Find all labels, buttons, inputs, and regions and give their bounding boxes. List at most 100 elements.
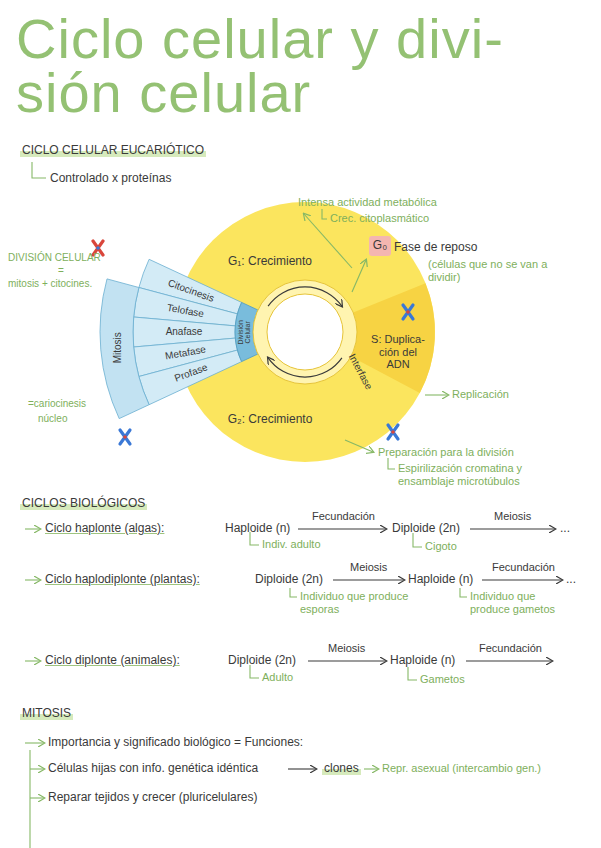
- note-text: Reparar tejidos y crecer (pluricelulares…: [48, 790, 257, 804]
- node-text: División Celular: [237, 320, 251, 345]
- note-text: Crec. citoplasmático: [330, 212, 429, 225]
- note-text: Diploide (2n): [392, 521, 460, 535]
- section-heading: CICLOS BIOLÓGICOS: [20, 496, 147, 510]
- stage-slice: Anafase: [165, 326, 204, 338]
- node-text: Anafase: [166, 326, 203, 337]
- cell-cycle-wheel: [93, 202, 435, 462]
- section-heading: MITOSIS: [20, 706, 73, 720]
- note-text: Fase de reposo: [394, 240, 477, 254]
- page-title: Ciclo celular y divi- sión celular: [16, 12, 596, 120]
- centromere-dot: [123, 435, 127, 439]
- note-text: =cariocinesis: [28, 398, 86, 410]
- note-text: Controlado x proteínas: [50, 171, 171, 185]
- process-arrow: [298, 528, 386, 529]
- s-phase-label: S: Duplica- ción del ADN: [367, 333, 429, 371]
- chromosome-icon: [403, 305, 413, 319]
- process-arrow: [482, 579, 562, 580]
- note-text: Ciclo haplonte (algas):: [45, 521, 164, 535]
- hook-arrow: [30, 797, 44, 798]
- note-text: Ciclo diplonte (animales):: [45, 653, 180, 667]
- note-text: DIVISIÓN CELULAR: [8, 252, 101, 264]
- row-arrow: [25, 742, 44, 743]
- hook-arrow: [290, 588, 297, 597]
- note-text: Gametos: [420, 673, 465, 686]
- note-text: =: [58, 265, 64, 277]
- note-text: Replicación: [452, 388, 509, 401]
- row-arrow: [364, 768, 378, 769]
- note-text: Cigoto: [425, 540, 457, 553]
- note-text: Meiosis: [350, 561, 387, 574]
- note-text: Adulto: [262, 671, 293, 684]
- note-text: Células hijas con info. genética idéntic…: [48, 761, 258, 775]
- mitosis-band: [100, 279, 149, 419]
- hook-arrow: [413, 533, 422, 547]
- process-arrow: [288, 768, 316, 769]
- hook-arrow: [32, 162, 46, 178]
- process-arrow: [333, 579, 404, 580]
- row-arrow: [25, 528, 40, 529]
- hook-arrow: [408, 667, 417, 680]
- note-text: mitosis + citocines.: [8, 278, 92, 290]
- cycle-arrows: [288, 529, 562, 769]
- centromere-dot: [406, 310, 410, 314]
- note-text: Meiosis: [494, 510, 531, 523]
- note-text: Diploide (2n): [255, 572, 323, 586]
- note-text: Meiosis: [328, 642, 365, 655]
- node-text: Mitosis: [112, 333, 123, 364]
- node-text: S: Duplica- ción del ADN: [371, 333, 425, 370]
- leader-line: [345, 440, 373, 452]
- note-text: ...: [566, 572, 576, 586]
- leader-line: [352, 260, 366, 292]
- hook-arrow: [322, 209, 327, 219]
- note-text: Individuo que produce gametos: [470, 590, 575, 616]
- note-text: (células que no se van a dividir): [428, 258, 553, 284]
- process-arrow: [308, 660, 386, 661]
- division-band-label: División Celular: [237, 312, 252, 352]
- note-text: Fecundación: [312, 510, 375, 523]
- chromosome-icon: [388, 425, 398, 439]
- section-heading: clones: [322, 761, 361, 775]
- note-text: Haploide (n): [390, 653, 455, 667]
- row-arrow: [25, 660, 40, 661]
- note-text: núcleo: [38, 413, 67, 425]
- mitosis-stage-slice: [139, 350, 242, 405]
- hook-arrow: [30, 768, 44, 769]
- hook-arrow: [460, 588, 467, 597]
- note-text: Espirilización cromatina y ensamblaje mi…: [398, 462, 548, 488]
- process-arrow: [466, 660, 552, 661]
- hook-arrow: [388, 458, 395, 469]
- note-text: Indiv. adulto: [262, 538, 321, 551]
- note-text: Intensa actividad metabólica: [298, 196, 437, 209]
- note-text: Importancia y significado biológico = Fu…: [48, 735, 303, 749]
- centromere-dot: [391, 430, 395, 434]
- cycle-arrow: [268, 287, 342, 306]
- side-bar: [29, 750, 30, 848]
- process-arrow: [470, 528, 555, 529]
- node-text: G₀: [373, 238, 387, 252]
- row-arrow: [25, 579, 40, 580]
- note-text: Haploide (n): [225, 521, 290, 535]
- mitosis-band-label: Mitosis: [112, 332, 124, 365]
- note-text: Fecundación: [492, 561, 555, 574]
- node-text: G₂: Crecimiento: [228, 412, 313, 426]
- note-text: Ciclo haplodiplonte (plantas):: [45, 572, 200, 586]
- note-text: Diploide (2n): [228, 653, 296, 667]
- g0-box: G₀: [369, 236, 391, 256]
- note-text: Individuo que produce esporas: [300, 590, 420, 616]
- note-text: Haploide (n): [408, 572, 473, 586]
- cycle-arrow: [268, 358, 342, 377]
- node-text: G₁: Crecimiento: [228, 254, 312, 268]
- phase-label: G₁: Crecimiento: [227, 255, 313, 269]
- section-heading: CICLO CELULAR EUCARIÓTICO: [20, 143, 206, 157]
- note-text: Repr. asexual (intercambio gen.): [382, 762, 541, 775]
- inner-ring: [253, 280, 357, 384]
- centromere-dot: [96, 246, 100, 250]
- note-text: ...: [560, 521, 570, 535]
- note-text: Fecundación: [479, 642, 542, 655]
- inner-hole: [267, 294, 343, 370]
- leader-line: [425, 394, 448, 395]
- phase-label: G₂: Crecimiento: [227, 413, 314, 427]
- chromosome-icon: [120, 430, 130, 444]
- note-text: Preparación para la división: [378, 446, 514, 459]
